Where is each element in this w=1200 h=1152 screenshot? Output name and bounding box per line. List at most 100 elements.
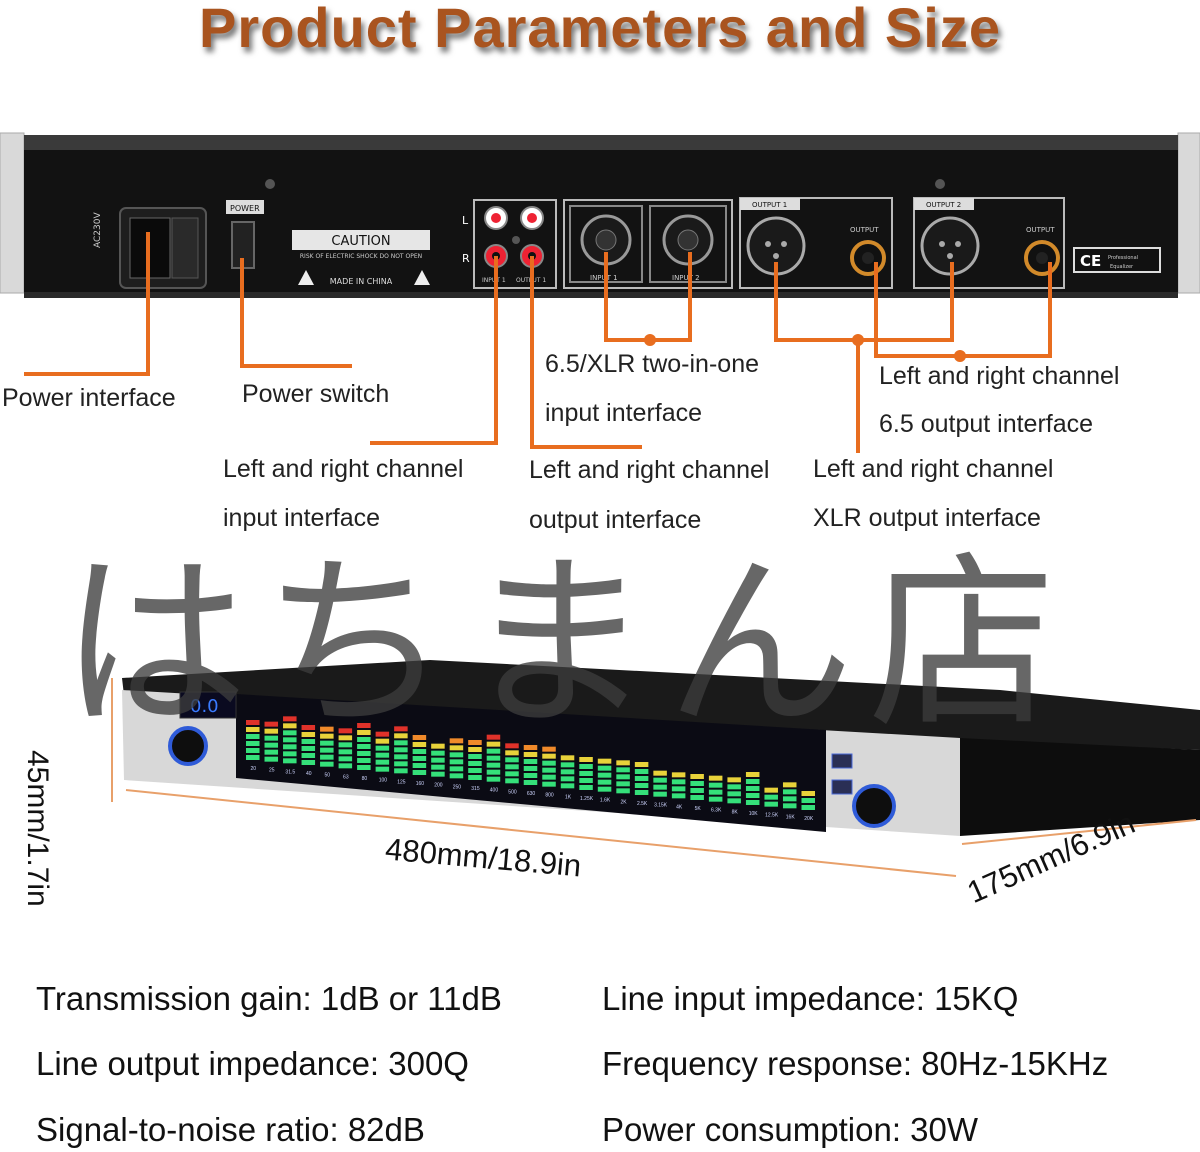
spectrum-bar-segment <box>597 786 612 792</box>
band-label: 630 <box>527 791 536 797</box>
spectrum-bar-segment <box>801 798 815 803</box>
spectrum-bar-segment <box>246 741 260 746</box>
spectrum-bar-segment <box>357 751 371 756</box>
spec-power-consumption: Power consumption: 30W <box>602 1111 979 1148</box>
spectrum-bar-segment <box>542 767 556 773</box>
spectrum-bar-segment <box>412 742 427 747</box>
spectrum-bar-segment <box>394 747 408 753</box>
spectrum-bar-segment <box>338 742 353 748</box>
spectrum-bar-segment <box>394 768 408 774</box>
svg-text:CAUTION: CAUTION <box>331 234 390 249</box>
svg-text:POWER: POWER <box>230 204 260 213</box>
band-label: 2K <box>621 799 628 805</box>
spectrum-bar-segment <box>616 760 630 766</box>
spectrum-bar-segment <box>375 752 390 758</box>
spectrum-bar-segment <box>745 793 760 798</box>
svg-text:Equalizer: Equalizer <box>1110 264 1134 270</box>
spectrum-bar-segment <box>357 758 371 763</box>
spectrum-bar-segment <box>653 770 667 776</box>
band-label: 250 <box>453 784 462 790</box>
band-label: 125 <box>397 779 406 785</box>
band-label: 16K <box>786 814 796 820</box>
spectrum-bar-segment <box>745 800 760 805</box>
spectrum-bar-segment <box>782 789 797 795</box>
spectrum-bar-segment <box>597 758 612 764</box>
spectrum-bar-segment <box>690 788 704 793</box>
band-label: 10K <box>749 811 759 817</box>
spectrum-bar-segment <box>745 772 760 777</box>
spectrum-bar-segment <box>523 780 538 785</box>
spectrum-bar-segment <box>431 750 445 756</box>
spectrum-bar-segment <box>338 763 353 769</box>
display-value: 0.0 <box>190 696 219 717</box>
output1-block <box>739 197 893 289</box>
band-label: 1K <box>565 794 572 800</box>
spectrum-bar-segment <box>671 786 686 792</box>
spectrum-bar-segment <box>764 787 778 793</box>
callout-combo-line2: input interface <box>545 399 703 427</box>
spectrum-bar-segment <box>375 759 390 765</box>
page-title: Product Parameters and Size <box>199 0 1001 59</box>
svg-text:INPUT 1: INPUT 1 <box>590 274 618 282</box>
spectrum-bar-segment <box>394 761 408 767</box>
callout-jack-line1: Left and right channel <box>879 362 1120 390</box>
svg-text:R: R <box>462 252 470 265</box>
power-tag-box <box>226 200 264 214</box>
band-label: 63 <box>343 774 349 780</box>
spectrum-bar-segment <box>283 716 297 722</box>
spectrum-bar-segment <box>579 785 593 790</box>
spectrum-bar-segment <box>283 751 297 757</box>
band-label: 8K <box>732 809 739 815</box>
spectrum-bar-segment <box>671 779 686 785</box>
spectrum-bar-segment <box>468 747 482 752</box>
band-label: 800 <box>545 793 554 799</box>
spectrum-bar-segment <box>560 776 575 782</box>
leader-power-interface <box>24 232 150 376</box>
spectrum-bar-segment <box>431 771 445 777</box>
spectrum-bar-segment <box>357 765 371 770</box>
spectrum-bar-segment <box>579 778 593 783</box>
spectrum-bar-segment <box>764 801 778 807</box>
callout-rca-out-line1: Left and right channel <box>529 456 770 484</box>
spectrum-bar-segment <box>301 753 316 758</box>
band-label: 315 <box>471 786 480 792</box>
band-label: 160 <box>416 781 425 787</box>
band-label: 500 <box>508 789 517 795</box>
spectrum-bar-segment <box>394 754 408 760</box>
spectrum-bar-segment <box>708 775 723 781</box>
spectrum-bar-segment <box>708 789 723 795</box>
spectrum-bar-segment <box>449 738 464 744</box>
spectrum-bar-segment <box>468 768 482 773</box>
callout-jack-line2: 6.5 output interface <box>879 410 1094 438</box>
display <box>179 691 237 719</box>
spectrum-bar-segment <box>671 793 686 799</box>
button-2 <box>831 779 853 795</box>
band-label: 12.5K <box>765 813 779 819</box>
spectrum-bar-segment <box>283 737 297 743</box>
depth-dimension-line <box>961 819 1197 845</box>
spectrum-bar-segment <box>394 740 408 746</box>
spectrum-bar-segment <box>431 757 445 763</box>
spectrum-bar-segment <box>560 769 575 775</box>
spectrum-bar-segment <box>375 745 390 751</box>
spectrum-bar-segment <box>246 734 260 739</box>
spectrum-bar-segment <box>801 791 815 796</box>
spectrum-bar-segment <box>449 773 464 779</box>
spectrum-bar-segment <box>246 748 260 753</box>
leader-power-switch <box>240 258 352 368</box>
spectrum-bar-segment <box>246 727 260 732</box>
spectrum-bar-segment <box>338 749 353 755</box>
height-dimension: 45mm/1.7in <box>21 750 54 907</box>
callout-rca-in-line1: Left and right channel <box>223 455 464 483</box>
spectrum-bar-segment <box>283 723 297 729</box>
spectrum-bar-segment <box>505 778 519 784</box>
band-label: 100 <box>379 778 388 784</box>
spectrum-bar-segment <box>653 791 667 797</box>
spectrum-bar-segment <box>468 754 482 759</box>
spec-output-impedance: Line output impedance: 300Q <box>36 1045 469 1082</box>
rack-ear-left <box>0 132 25 294</box>
spectrum-bar-segment <box>579 771 593 776</box>
svg-text:INPUT 1: INPUT 1 <box>482 277 506 284</box>
spectrum-bar-segment <box>505 750 519 756</box>
